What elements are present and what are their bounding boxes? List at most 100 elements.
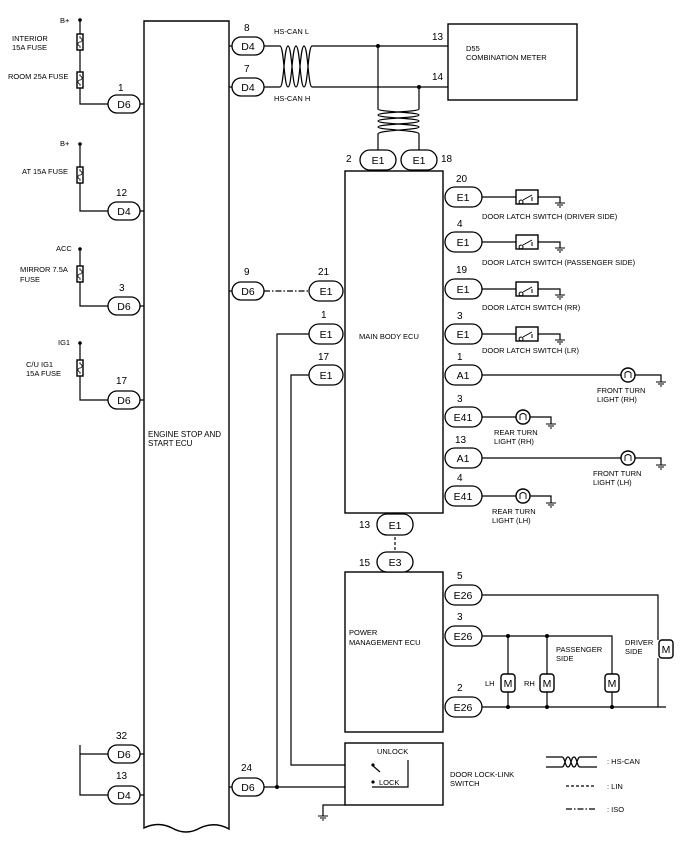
pin-number: 7: [244, 64, 250, 75]
junction-dot: [506, 705, 510, 709]
door-latch-switch-lr: DOOR LATCH SWITCH (LR): [482, 326, 579, 355]
ground-icon: [546, 423, 556, 429]
power-management-ecu: POWER MANAGEMENT ECU 15 E3 5 E26 3 E26 2…: [344, 551, 483, 733]
source-label: IG1: [58, 338, 70, 347]
connector-d6-pin9: 9 D6: [231, 267, 265, 301]
rear-turn-light-rh: REAR TURN LIGHT (RH): [494, 409, 538, 446]
connector-label: E26: [454, 631, 473, 643]
motor-symbol: M: [543, 678, 552, 690]
connector-e1-pin13-bottom: 13 E1: [359, 513, 414, 536]
fuse-label: 15A FUSE: [12, 43, 47, 52]
ground-icon: [546, 502, 556, 508]
motor-label: LH: [485, 679, 495, 688]
main-body-ecu-label: MAIN BODY ECU: [359, 332, 419, 341]
legend-lin: : LIN: [566, 782, 623, 791]
turn-lights: FRONT TURN LIGHT (RH) REAR TURN LIGHT (R…: [492, 367, 645, 525]
junction-dot: [545, 705, 549, 709]
fuse-interior: INTERIOR 15A FUSE: [12, 33, 84, 52]
connector-label: E1: [320, 329, 333, 341]
hs-can-h-label: HS-CAN H: [274, 94, 310, 103]
connector-label: D6: [241, 286, 255, 298]
legend: : HS-CAN : LIN : ISO: [546, 756, 640, 814]
pin-number: 21: [318, 267, 330, 278]
motor-icon: [604, 673, 620, 693]
fuse-label: C/U IG1: [26, 360, 53, 369]
legend-hs-can: : HS-CAN: [546, 756, 640, 768]
light-label: LIGHT (RH): [597, 395, 637, 404]
connector-d6-pin32: 32 D6: [107, 731, 141, 764]
bulb-icon: [620, 367, 636, 383]
junction-dot: [610, 705, 614, 709]
motor-symbol: M: [504, 678, 513, 690]
junction-dot: [376, 44, 380, 48]
connector-label: E1: [389, 520, 402, 532]
connector-label: E1: [320, 370, 333, 382]
pin-number: 13: [432, 32, 444, 43]
front-turn-light-lh: FRONT TURN LIGHT (LH): [593, 450, 641, 487]
connector-e1-pin17: 17 E1: [308, 352, 344, 386]
connector-label: D6: [117, 99, 131, 111]
switch-contact-icon: [371, 780, 375, 784]
motor-icon: [539, 673, 555, 693]
engine-stop-start-ecu: ENGINE STOP AND START ECU 1 D6 12 D4 3 D…: [107, 20, 265, 833]
connector-label: E26: [454, 702, 473, 714]
pin-number: 13: [455, 435, 467, 446]
light-label: LIGHT (LH): [593, 478, 632, 487]
connector-e1-pin21: 21 E1: [308, 267, 344, 302]
ground-icon: [555, 339, 565, 345]
connector-label: E1: [320, 286, 333, 298]
unlock-label: UNLOCK: [377, 747, 408, 756]
power-sources: B+ INTERIOR 15A FUSE ROOM 25A FUSE B+ AT…: [8, 16, 84, 378]
mirror-motors: M LH M RH M PASSENGER SIDE M DRIVER SIDE: [485, 634, 674, 709]
pm-ecu-label: POWER: [349, 628, 378, 637]
motor-symbol: M: [608, 678, 617, 690]
pin-number: 5: [457, 571, 463, 582]
door-latch-switches: DOOR LATCH SWITCH (DRIVER SIDE) DOOR LAT…: [482, 189, 636, 355]
door-latch-switch-driver: DOOR LATCH SWITCH (DRIVER SIDE): [482, 189, 618, 221]
motor-rh: M RH: [524, 673, 555, 693]
meter-label: D55: [466, 44, 480, 53]
engine-ecu-label: START ECU: [148, 439, 193, 448]
pin-number: 19: [456, 265, 468, 276]
switch-label: DOOR LATCH SWITCH (PASSENGER SIDE): [482, 258, 636, 267]
motor-icon: [658, 639, 674, 659]
connector-a1-pin13: 13 A1: [444, 435, 483, 469]
connector-d6-pin24: 24 D6: [231, 763, 265, 797]
connector-label: A1: [457, 370, 470, 382]
bulb-icon: [620, 450, 636, 466]
connector-a1-pin1: 1 A1: [444, 352, 483, 386]
connector-e1-pin3: 3 E1: [444, 311, 483, 345]
connector-label: E1: [457, 237, 470, 249]
door-latch-switch-passenger: DOOR LATCH SWITCH (PASSENGER SIDE): [482, 234, 636, 267]
power-source-bplus-2: B+: [60, 139, 82, 148]
pin-number: 17: [116, 376, 128, 387]
rear-turn-light-lh: REAR TURN LIGHT (LH): [492, 488, 536, 525]
source-terminal-icon: [78, 142, 82, 146]
connector-label: D4: [241, 82, 255, 94]
connector-e26-pin2: 2 E26: [444, 683, 483, 718]
connector-e1-pin4: 4 E1: [444, 219, 483, 253]
switch-label: DOOR LATCH SWITCH (DRIVER SIDE): [482, 212, 618, 221]
pin-number: 24: [241, 763, 253, 774]
switch-label: DOOR LATCH SWITCH (LR): [482, 346, 579, 355]
light-label: LIGHT (LH): [492, 516, 531, 525]
connector-e1-pin2: 2 E1: [346, 149, 397, 171]
pin-number: 3: [457, 394, 463, 405]
fuse-label: ROOM 25A FUSE: [8, 72, 68, 81]
hs-can-twist-horizontal: HS-CAN L HS-CAN H: [274, 27, 313, 103]
motor-label: PASSENGER: [556, 645, 603, 654]
power-source-acc: ACC: [56, 244, 82, 253]
pin-number: 13: [116, 771, 128, 782]
ground-icon: [656, 464, 666, 470]
ground-icon: [555, 247, 565, 253]
connector-label: E41: [454, 412, 473, 424]
connector-e1-pin19: 19 E1: [444, 265, 483, 300]
combination-meter: D55 COMBINATION METER 13 14: [432, 23, 578, 101]
motor-label: SIDE: [556, 654, 574, 663]
hs-can-twist-vertical: [377, 108, 420, 135]
legend-label: : LIN: [607, 782, 623, 791]
connector-label: E1: [457, 192, 470, 204]
motor-label: DRIVER: [625, 638, 654, 647]
front-turn-light-rh: FRONT TURN LIGHT (RH): [597, 367, 645, 404]
light-label: REAR TURN: [492, 507, 536, 516]
